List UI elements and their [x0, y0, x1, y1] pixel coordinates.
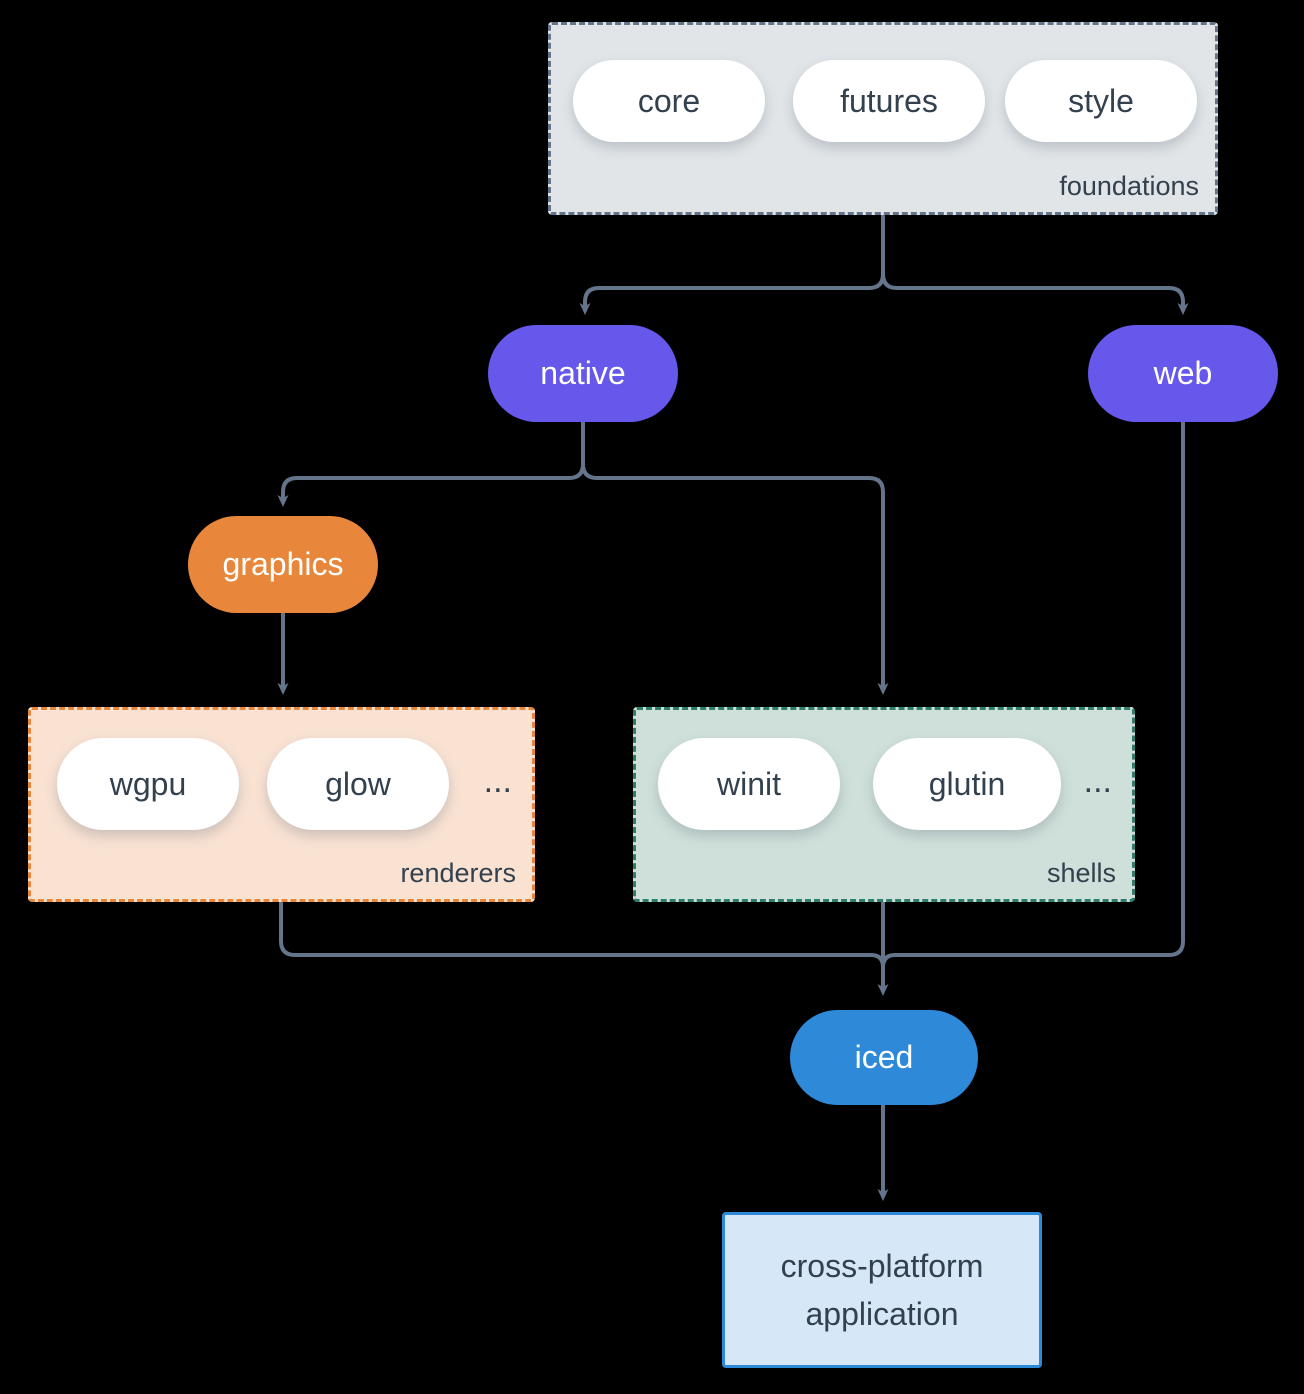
node-glow-label: glow — [325, 765, 391, 802]
renderers-ellipsis: ... — [483, 762, 512, 800]
edge-renderers-merge — [279, 902, 885, 975]
node-winit-label: winit — [716, 765, 781, 802]
renderers-group-label: renderers — [400, 858, 516, 888]
renderers-group: wgpu glow ... renderers — [28, 707, 535, 902]
shells-ellipsis: ... — [1083, 762, 1112, 800]
node-glow: glow — [267, 738, 449, 830]
node-graphics-label: graphics — [222, 546, 344, 582]
node-application-label-line2: application — [805, 1296, 959, 1332]
node-glutin-label: glutin — [928, 765, 1006, 802]
foundations-group-label: foundations — [1059, 171, 1199, 201]
edge-foundations-native — [579, 215, 885, 315]
shells-group-label: shells — [1046, 858, 1116, 888]
node-application-label-line1: cross-platform — [780, 1248, 984, 1284]
node-native: native — [488, 325, 678, 422]
node-iced-label: iced — [854, 1039, 914, 1075]
node-web-label: web — [1153, 355, 1213, 391]
shells-group: winit glutin ... shells — [633, 707, 1135, 902]
node-web: web — [1088, 325, 1278, 422]
node-wgpu-label: wgpu — [109, 765, 187, 802]
edge-native-shells — [581, 422, 889, 695]
node-futures-label: futures — [840, 82, 938, 119]
node-wgpu: wgpu — [57, 738, 239, 830]
node-winit: winit — [658, 738, 840, 830]
node-core: core — [573, 60, 765, 142]
node-style-label: style — [1068, 82, 1134, 119]
edge-foundations-web — [881, 215, 1189, 315]
node-iced: iced — [790, 1010, 978, 1105]
node-core-label: core — [637, 82, 701, 119]
edge-native-graphics — [277, 422, 585, 507]
node-glutin: glutin — [873, 738, 1061, 830]
node-native-label: native — [540, 355, 626, 391]
node-application: cross-platform application — [722, 1212, 1042, 1368]
foundations-group: core futures style foundations — [548, 22, 1218, 215]
node-graphics: graphics — [188, 516, 378, 613]
node-futures: futures — [793, 60, 985, 142]
node-style: style — [1005, 60, 1197, 142]
